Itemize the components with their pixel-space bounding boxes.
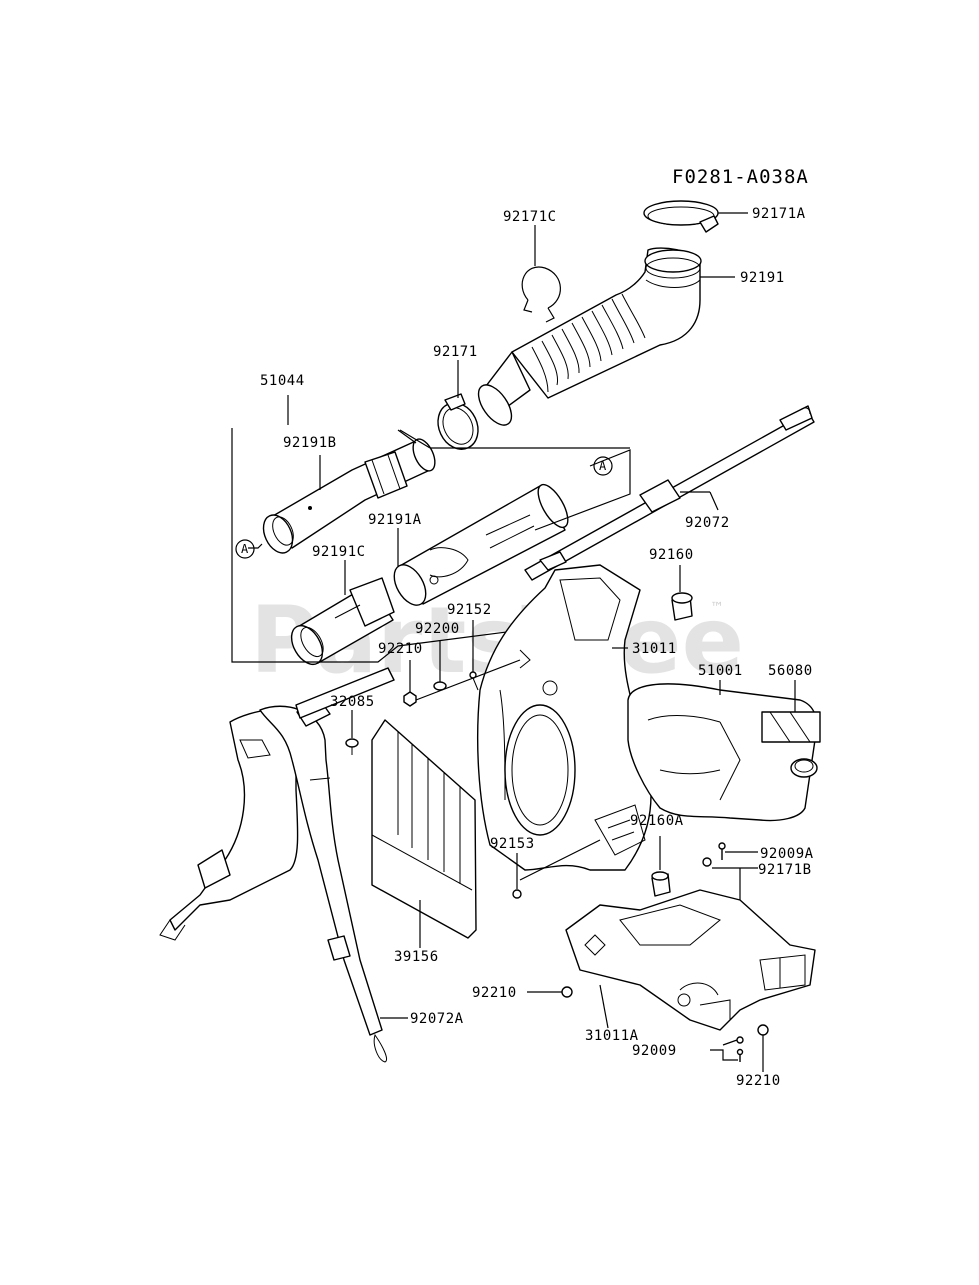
grommet-32085 bbox=[345, 738, 359, 755]
label-92171b: 92171B bbox=[758, 862, 812, 878]
clamp-92171 bbox=[437, 393, 479, 450]
hose-92191 bbox=[477, 247, 702, 426]
callout-a-right: A bbox=[593, 456, 613, 476]
label-92171a: 92171A bbox=[752, 206, 806, 222]
clamp-92171a bbox=[643, 200, 719, 233]
nut-92210-mid bbox=[561, 986, 573, 998]
label-92191a: 92191A bbox=[368, 512, 422, 528]
reference-bracket bbox=[231, 428, 631, 663]
label-51001: 51001 bbox=[698, 663, 743, 679]
circlip-92171c bbox=[521, 266, 561, 323]
nut-92210-top bbox=[403, 691, 417, 707]
label-92009: 92009 bbox=[632, 1043, 677, 1059]
cover-39156 bbox=[371, 719, 477, 939]
base-plate-31011a bbox=[565, 889, 816, 1031]
label-92072a: 92072A bbox=[410, 1011, 464, 1027]
label-32085: 32085 bbox=[330, 694, 375, 710]
frame-31011 bbox=[476, 564, 652, 871]
pipe-92191c bbox=[290, 577, 395, 666]
label-31011a: 31011A bbox=[585, 1028, 639, 1044]
bolt-92153 bbox=[512, 889, 522, 899]
screw-92009a bbox=[718, 842, 726, 860]
watermark-trademark: ™ bbox=[710, 600, 724, 616]
label-92171c: 92171C bbox=[503, 209, 557, 225]
label-92191b: 92191B bbox=[283, 435, 337, 451]
label-92210-mid: 92210 bbox=[472, 985, 517, 1001]
label-92152: 92152 bbox=[447, 602, 492, 618]
grommet-92160 bbox=[671, 592, 693, 621]
label-92160: 92160 bbox=[649, 547, 694, 563]
label-56080 bbox=[761, 711, 821, 743]
label-92009a: 92009A bbox=[760, 846, 814, 862]
svg-text:A: A bbox=[599, 459, 607, 473]
clip-92171b bbox=[702, 857, 712, 867]
tank-51001 bbox=[627, 683, 818, 822]
screws-92009 bbox=[736, 1036, 744, 1062]
callout-a-left: A bbox=[235, 539, 255, 559]
shoulder-strap-left bbox=[159, 707, 321, 941]
label-31011: 31011 bbox=[632, 641, 677, 657]
strap-92072 bbox=[524, 405, 815, 581]
svg-text:A: A bbox=[241, 542, 249, 556]
label-92191: 92191 bbox=[740, 270, 785, 286]
label-51044: 51044 bbox=[260, 373, 305, 389]
part-labels: 92171C 92171A 92191 92171 51044 92191B 9… bbox=[260, 206, 814, 1089]
label-92191c: 92191C bbox=[312, 544, 366, 560]
nut-92210-bottom bbox=[757, 1024, 769, 1036]
label-92072: 92072 bbox=[685, 515, 730, 531]
diagram-id: F0281-A038A bbox=[672, 166, 809, 188]
label-39156: 39156 bbox=[394, 949, 439, 965]
buckle-strap-connector bbox=[295, 667, 395, 719]
grommet-92160a bbox=[651, 871, 671, 897]
label-56080: 56080 bbox=[768, 663, 813, 679]
pipe-92191a bbox=[393, 483, 569, 606]
label-92160a: 92160A bbox=[630, 813, 684, 829]
label-92200: 92200 bbox=[415, 621, 460, 637]
pipe-92191b bbox=[262, 438, 436, 554]
label-92210-top: 92210 bbox=[378, 641, 423, 657]
label-92210-bottom: 92210 bbox=[736, 1073, 781, 1089]
label-92171: 92171 bbox=[433, 344, 478, 360]
label-92153: 92153 bbox=[490, 836, 535, 852]
